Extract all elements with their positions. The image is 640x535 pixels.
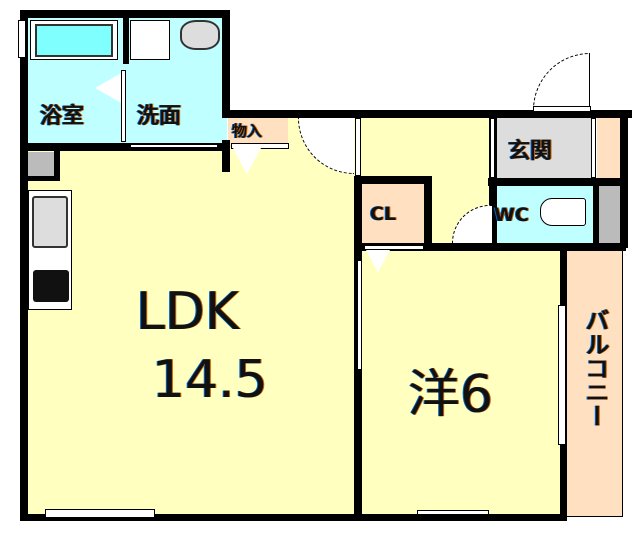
ldk-pipe-shaft	[28, 152, 54, 178]
wall	[222, 110, 632, 118]
wall	[28, 176, 60, 181]
stove-icon	[33, 270, 69, 302]
sliding-door-ldk-western	[357, 260, 362, 370]
wall	[222, 140, 230, 172]
wall	[360, 514, 567, 521]
wall	[28, 143, 223, 151]
door-swing-indicator	[95, 72, 123, 104]
entrance-door-swing	[533, 53, 590, 110]
entrance-label: 玄関	[508, 139, 553, 164]
wall	[222, 10, 230, 118]
kitchen-sink	[32, 196, 68, 248]
bath-label: 浴室	[40, 104, 85, 129]
wash-door	[130, 144, 218, 148]
entrance-shoe-storage	[597, 118, 621, 180]
wall	[354, 176, 432, 184]
wall	[489, 118, 497, 248]
wall	[20, 514, 462, 521]
entrance-area	[490, 118, 594, 180]
balcony-window	[558, 305, 566, 445]
balcony	[565, 248, 623, 517]
ldk-label: LDK	[136, 282, 240, 342]
storage-label: 物入	[232, 122, 263, 140]
washroom-label: 洗面	[137, 104, 182, 129]
ldk-window	[45, 509, 155, 518]
western-room	[360, 248, 565, 517]
closet-door	[364, 245, 424, 250]
wall	[488, 178, 628, 186]
ldk-size: 14.5	[152, 350, 268, 410]
bath-window	[18, 20, 26, 58]
wall	[123, 17, 129, 64]
wash-basin-icon	[180, 20, 220, 50]
wall	[20, 10, 28, 520]
western-room-label: 洋6	[408, 365, 494, 425]
closet-label: CL	[370, 203, 397, 225]
closet	[362, 183, 424, 245]
pipe-shaft	[599, 186, 621, 243]
wall	[54, 151, 60, 181]
ldk-door	[355, 118, 361, 176]
bath-sliding-door	[121, 70, 126, 142]
door-swing-indicator	[233, 148, 261, 174]
door-swing-indicator	[366, 250, 390, 272]
wall	[424, 176, 432, 246]
entrance-step	[490, 118, 495, 178]
entrance-door	[533, 106, 591, 112]
entrance-step	[591, 118, 596, 178]
toilet-icon	[540, 198, 586, 226]
western-window	[417, 510, 489, 515]
balcony-label: バルコニー	[581, 308, 609, 428]
washing-machine-pan	[130, 20, 170, 60]
bathtub-basin	[35, 24, 113, 57]
toilet-label: WC	[494, 204, 529, 226]
wall	[20, 10, 230, 18]
wall	[593, 186, 599, 246]
